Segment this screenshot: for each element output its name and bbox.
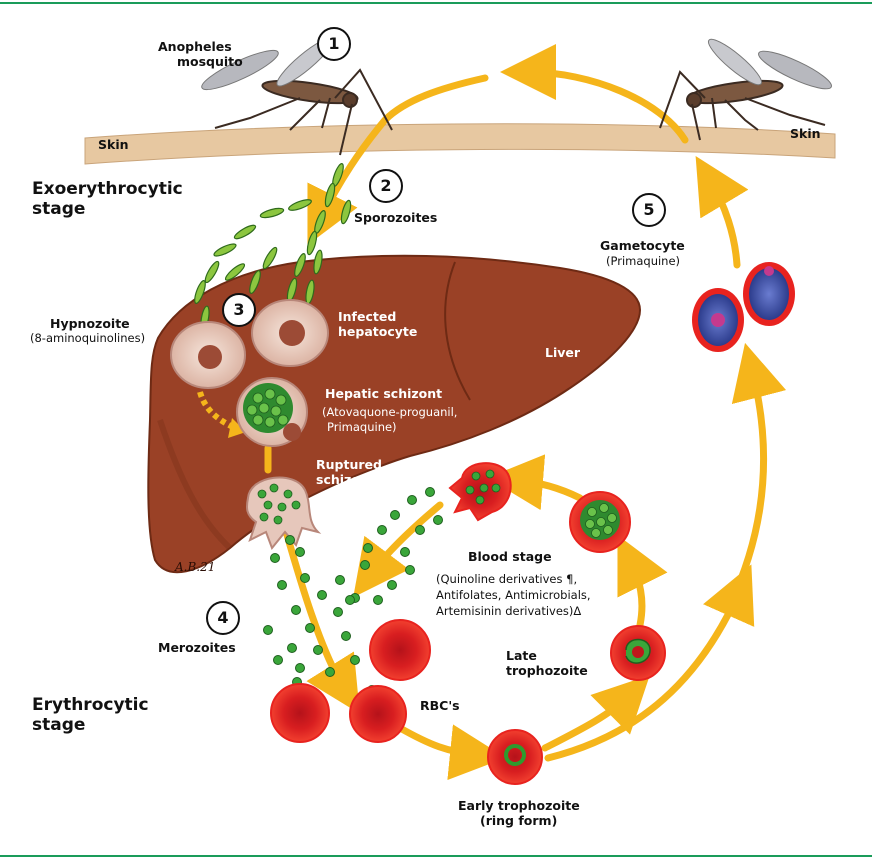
sporozoites-group <box>194 163 352 331</box>
gametocyte-icon <box>692 288 744 352</box>
skin-band <box>84 123 836 165</box>
liver-shade <box>157 419 233 551</box>
artist-signature: A.B.21 <box>175 560 216 574</box>
ruptured-schizont-icon <box>246 476 322 550</box>
hepatocyte-icon <box>170 321 246 389</box>
rbc-icon <box>349 685 407 743</box>
rbc-icon <box>270 683 330 743</box>
blood-stage-label: Blood stage <box>468 549 552 564</box>
ruptured-schizont-line1: Ruptured <box>316 457 382 472</box>
infected-hepatocyte-line1: Infected <box>338 309 397 324</box>
late-trophozoite-icon <box>610 625 666 681</box>
merozoites-label: Merozoites <box>158 640 236 655</box>
hepatocyte-icon <box>251 299 329 367</box>
schizont-icon <box>236 377 308 447</box>
blood-drugs-line3: Artemisinin derivatives)Δ <box>436 604 582 618</box>
cycle-arrows <box>264 44 787 781</box>
late-trophozoite-line1: Late <box>506 648 537 663</box>
rbc-icon <box>369 619 431 681</box>
gametocyte-icon <box>743 262 795 326</box>
skin-label: Skin <box>98 137 129 152</box>
early-trophozoite-line2: (ring form) <box>480 813 558 828</box>
mosquito-label-line2: mosquito <box>177 54 243 69</box>
rbcs-label: RBC's <box>420 698 460 713</box>
exoerythrocytic-stage-line1: Exoerythrocytic <box>32 179 183 199</box>
gametocyte-label: Gametocyte <box>600 238 685 253</box>
sporozoites-label: Sporozoites <box>354 210 438 225</box>
ruptured-schizont-line2: schizont <box>316 472 375 487</box>
hepatic-drug-line1: (Atovaquone-proguanil, <box>322 405 458 419</box>
liver-label: Liver <box>545 345 581 360</box>
step-number-3: 3 <box>222 293 256 327</box>
step-number-2: 2 <box>369 169 403 203</box>
blood-schizont-icon <box>569 491 631 553</box>
erythrocytic-stage-line2: stage <box>32 715 86 735</box>
infected-hepatocyte-line2: hepatocyte <box>338 324 418 339</box>
liver-lobe-line <box>444 261 471 401</box>
hypnozoite-drug-label: (8-aminoquinolines) <box>30 331 146 345</box>
blood-drugs-line2: Antifolates, Antimicrobials, <box>436 588 591 602</box>
mosquito-label-line1: Anopheles <box>158 39 232 54</box>
erythrocytic-stage-line1: Erythrocytic <box>32 695 149 715</box>
mosquito-icon <box>201 37 393 156</box>
hepatic-drug-line2: Primaquine) <box>327 420 397 434</box>
skin-label-right: Skin <box>790 126 821 141</box>
step-number-4: 4 <box>206 601 240 635</box>
early-trophozoite-line1: Early trophozoite <box>458 798 580 813</box>
gametocyte-drug-label: (Primaquine) <box>606 254 681 268</box>
step-number-1: 1 <box>317 27 351 61</box>
hepatic-schizont-label: Hepatic schizont <box>325 386 443 401</box>
early-trophozoite-icon <box>487 729 543 785</box>
late-trophozoite-line2: trophozoite <box>506 663 588 678</box>
blood-drugs-line1: (Quinoline derivatives ¶, <box>436 572 578 586</box>
dashed-arrow-head <box>228 418 246 438</box>
step-number-5: 5 <box>632 193 666 227</box>
hypnozoite-label: Hypnozoite <box>50 316 130 331</box>
ruptured-rbc-icon <box>448 462 512 522</box>
mosquito-icon <box>659 38 832 141</box>
exoerythrocytic-stage-line2: stage <box>32 199 86 219</box>
